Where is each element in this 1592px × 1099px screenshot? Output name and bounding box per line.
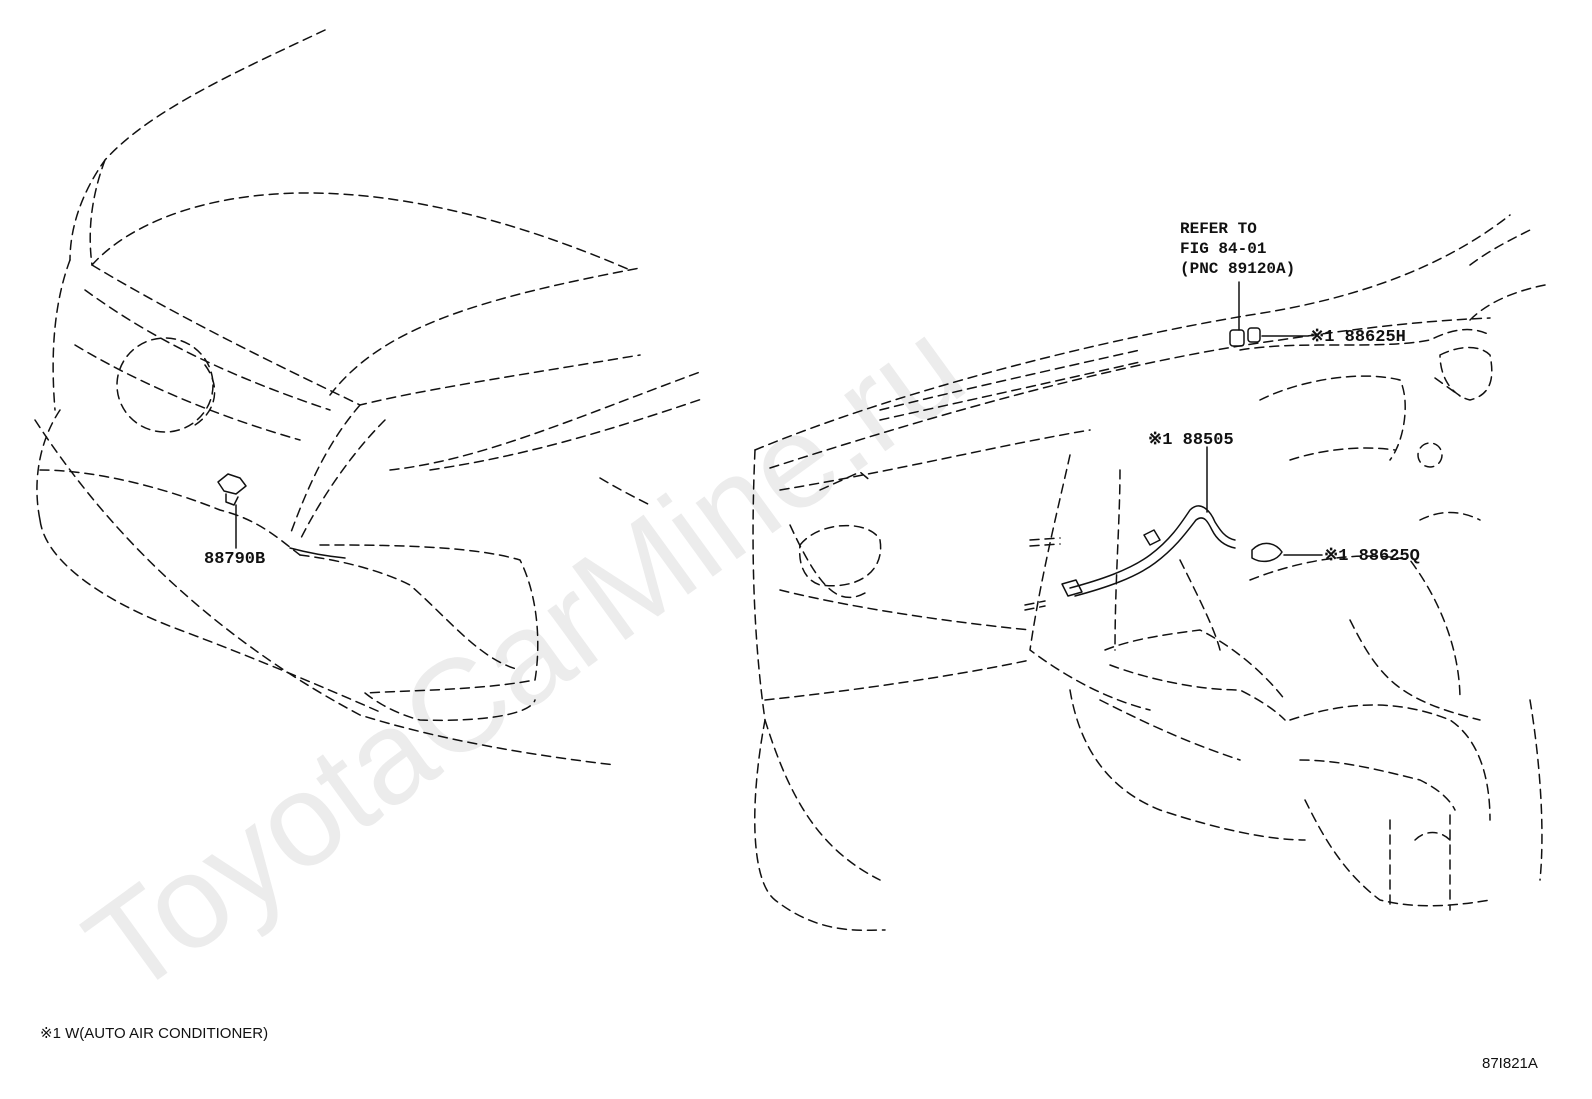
refer-note-line1: REFER TO [1180,220,1257,238]
dash-side-part-callout: ※1 88625Q [1324,547,1420,566]
watermark-text: ToyotaCarMine.ru [60,291,989,1022]
dash-top-part-callout: ※1 88625H [1310,328,1406,347]
figure-code: 87I821A [1482,1055,1538,1072]
harness-part-callout: ※1 88505 [1148,431,1234,450]
interior-dashboard-view [752,214,1546,931]
dash-side-clip [1251,542,1283,563]
dash-top-clips [1229,327,1261,347]
refer-note-line3: (PNC 89120A) [1180,260,1295,278]
footnote-text: ※1 W(AUTO AIR CONDITIONER) [40,1025,268,1042]
front-bumper-view [34,29,706,766]
refer-note-line2: FIG 84-01 [1180,240,1266,258]
wire-harness [1061,505,1236,597]
front-sensor-callout: 88790B [204,550,265,569]
